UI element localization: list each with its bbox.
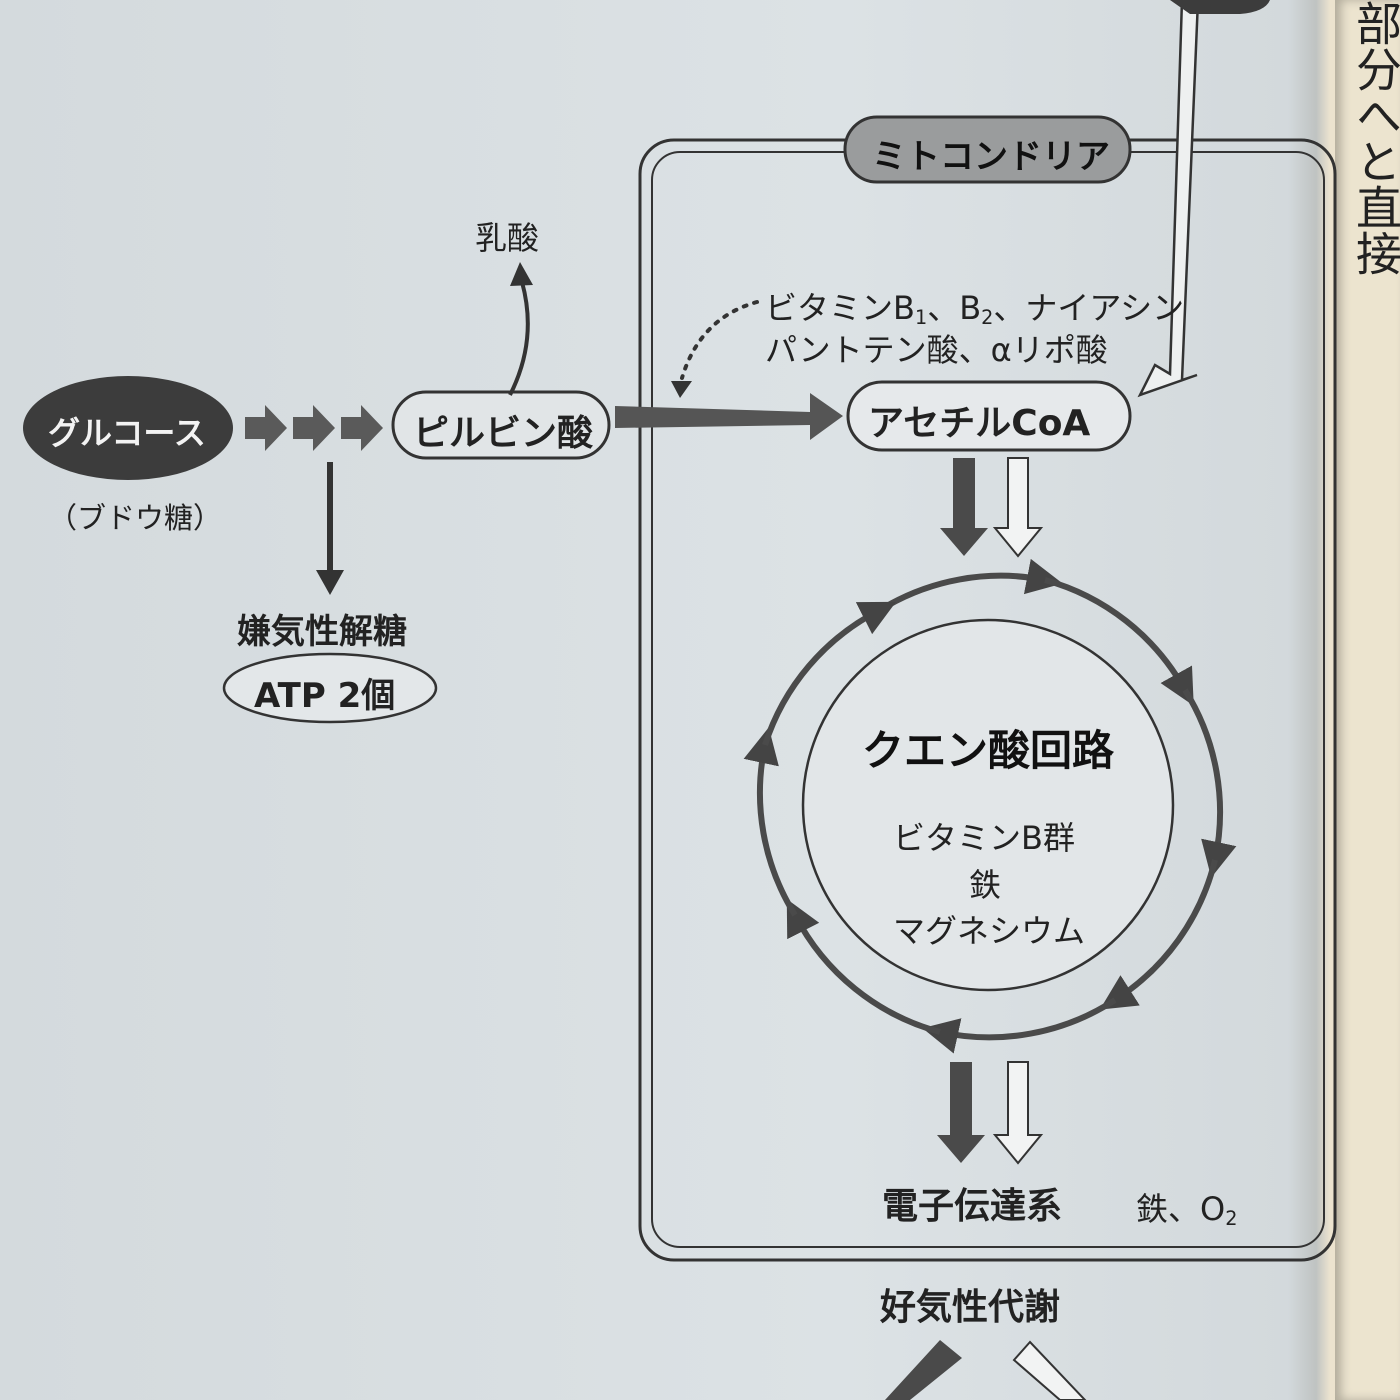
vitamins-line-1: ビタミンB1、B2、ナイアシン (765, 283, 1184, 329)
citric-acid-cycle-ring (743, 558, 1237, 1054)
bottom-dark-arrow (885, 1340, 962, 1400)
open-arrow-into-cycle (992, 457, 1044, 558)
electron-transport-label: 電子伝達系 (882, 1186, 1063, 1227)
facing-page-text: 部分へと直接 (1352, 0, 1400, 276)
acetyl-coa-label: アセチルCoA (868, 403, 1091, 444)
vitamin-dotted-arrow (680, 300, 759, 380)
cycle-cofactor-2: 鉄 (969, 866, 1002, 904)
arrow-pyruvate-to-acetylcoa (615, 393, 843, 440)
etc-cofactors: 鉄、O2 (1136, 1184, 1237, 1230)
top-dark-shape (1170, 0, 1270, 14)
block-arrow-2 (293, 405, 335, 451)
block-arrow-3 (341, 405, 383, 451)
open-arrow-to-etc (992, 1061, 1044, 1165)
citric-acid-cycle-label: クエン酸回路 (862, 726, 1115, 775)
lactic-acid-label: 乳酸 (475, 219, 540, 257)
glucose-label: グルコース (48, 414, 206, 452)
cycle-cofactor-1: ビタミンB群 (893, 819, 1075, 857)
vitamins-line-1-a: ビタミンB (765, 289, 915, 327)
facing-page (1335, 0, 1400, 1400)
aerobic-metabolism-label: 好気性代謝 (880, 1287, 1061, 1328)
vitamins-line-2: パントテン酸、αリポ酸 (765, 331, 1108, 369)
dark-arrow-to-etc (937, 1062, 985, 1163)
arrow-to-lactic-acid (508, 281, 530, 396)
mitochondria-label-pill (843, 115, 1132, 184)
pyruvic-acid-label: ピルビン酸 (413, 413, 594, 454)
atp-pill (222, 652, 438, 724)
block-arrow-1 (245, 405, 287, 451)
glucose-note: （ブドウ糖） (48, 501, 223, 535)
glucose-node (23, 376, 233, 480)
vitamin-dotted-arrow-head (671, 381, 692, 398)
pyruvic-acid-pill (391, 390, 611, 460)
etc-cofactors-sub: 2 (1225, 1206, 1238, 1230)
arrow-to-lactic-acid-head (510, 262, 533, 286)
open-arrow-from-top (1137, 0, 1200, 398)
arrow-to-glycolysis-head (316, 570, 344, 595)
etc-cofactors-text: 鉄、O (1136, 1190, 1226, 1228)
atp-label: ATP 2個 (254, 676, 396, 716)
mitochondria-label: ミトコンドリア (872, 137, 1110, 177)
vitamins-line-1-sub2: 2 (981, 305, 994, 329)
acetyl-coa-pill (846, 380, 1132, 452)
dark-arrow-into-cycle (940, 458, 988, 556)
vitamins-line-1-b: 、B (927, 289, 982, 327)
cycle-cofactor-3: マグネシウム (893, 912, 1086, 950)
anaerobic-glycolysis-label: 嫌気性解糖 (237, 612, 407, 652)
vitamins-line-1-sub1: 1 (914, 305, 928, 329)
citric-acid-cycle-inner-circle (801, 618, 1175, 992)
vitamins-line-1-c: 、ナイアシン (993, 289, 1185, 327)
bottom-open-arrow (1012, 1340, 1087, 1400)
